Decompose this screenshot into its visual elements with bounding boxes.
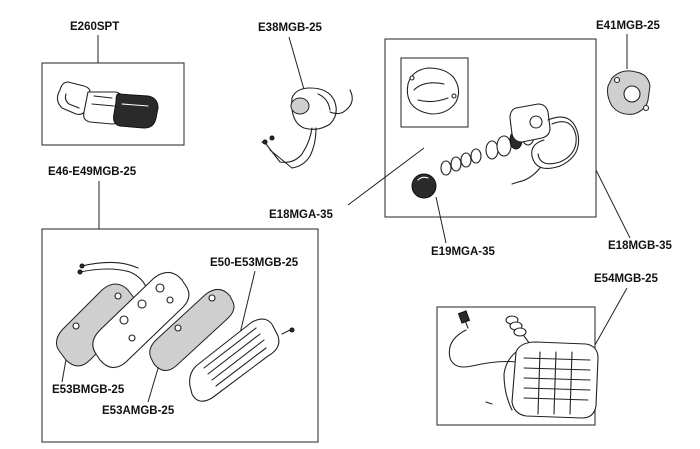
label-e54mgb25: E54MGB-25 (594, 273, 659, 285)
frame-e260spt (41, 62, 185, 146)
label-e19mga35: E19MGA-35 (431, 246, 496, 258)
label-e38mgb25: E38MGB-25 (258, 22, 323, 34)
leader-e54mgb25 (594, 287, 628, 346)
label-e53amgb25: E53AMGB-25 (102, 405, 175, 417)
leader-e18mga35 (347, 147, 425, 206)
label-e50e53mgb25: E50-E53MGB-25 (210, 257, 299, 269)
e38mgb25-lamp-drawing (261, 87, 353, 169)
leader-e18mgb35 (595, 169, 631, 239)
e260spt-rubber-boots-drawing (56, 81, 159, 129)
leader-e19mga35 (435, 196, 447, 244)
label-e18mga35: E18MGA-35 (269, 209, 334, 221)
e41mgb25-gasket-drawing (607, 70, 651, 115)
label-e41mgb25: E41MGB-25 (596, 20, 661, 32)
e18mgb35-lamp-assembly-drawing (406, 67, 580, 199)
e46e49mgb25-exploded-lamp-drawing (56, 261, 295, 402)
label-e18mgb35: E18MGB-35 (608, 240, 673, 252)
frame-inset-e18mgb35 (400, 57, 469, 128)
leader-e38mgb25 (288, 36, 306, 94)
e54mgb25-lamp-drawing (448, 310, 599, 419)
label-e260spt: E260SPT (70, 21, 119, 33)
label-e53bmgb25: E53BMGB-25 (52, 384, 125, 396)
label-e46e49mgb25: E46-E49MGB-25 (48, 166, 137, 178)
frame-e18mgb35 (384, 38, 597, 218)
frame-e46e49mgb25 (41, 228, 319, 443)
